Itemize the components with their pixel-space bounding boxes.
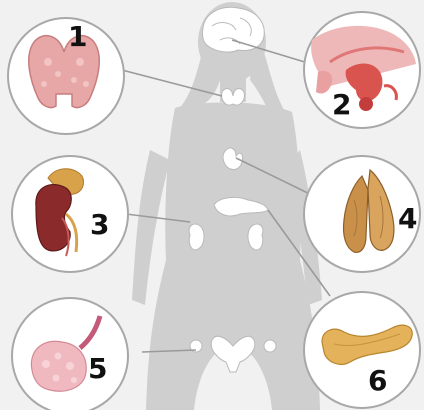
kidney-right-outline (248, 224, 263, 250)
callout-6: 6 (304, 292, 420, 408)
callout-2: 2 (304, 12, 420, 128)
callout-4-number: 4 (398, 202, 417, 235)
callout-5: 5 (12, 298, 128, 410)
ovary-right-outline (264, 340, 276, 352)
callout-6-number: 6 (368, 364, 387, 397)
brain-outline (203, 7, 265, 52)
callout-1: 1 (8, 18, 124, 134)
callout-3: 3 (12, 156, 128, 272)
callout-4: 4 (304, 156, 420, 272)
callout-3-number: 3 (90, 208, 109, 241)
callout-5-number: 5 (88, 352, 107, 385)
callout-1-number: 1 (68, 20, 87, 53)
kidney-left-outline (189, 224, 204, 250)
callout-2-number: 2 (332, 88, 351, 121)
